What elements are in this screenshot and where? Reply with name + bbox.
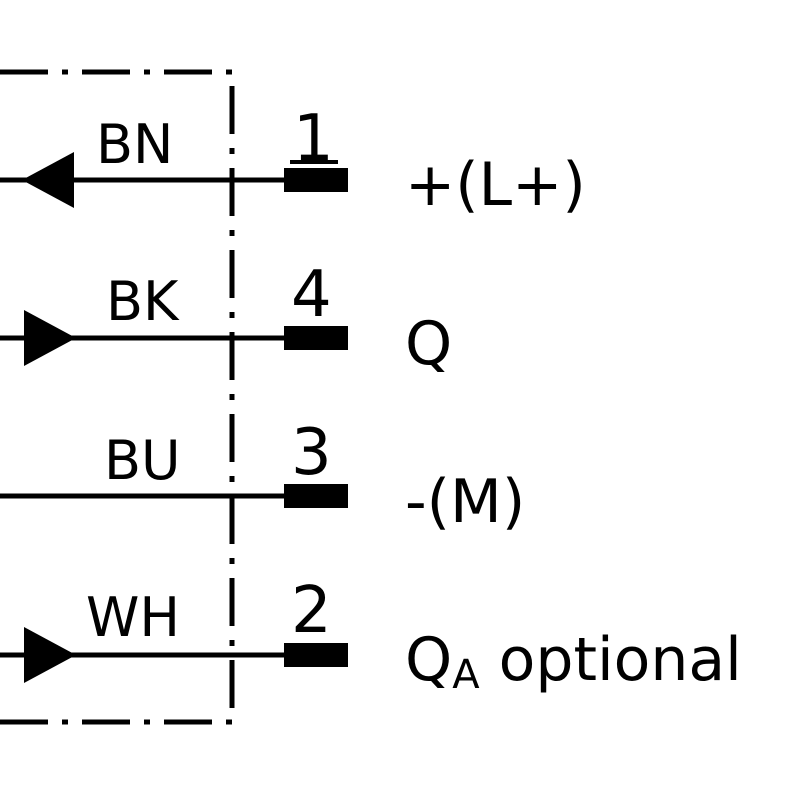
signal-subscript: A [452,652,480,698]
signal-suffix: optional [480,625,742,695]
signal-label: QA optional [405,625,742,698]
wire-row-bn: BN 1 +(L+) [0,102,586,220]
arrow-right-icon [24,627,76,683]
wire-row-bu: BU 3 -(M) [0,416,525,537]
housing-boundary [0,69,235,725]
signal-main: Q [405,625,452,695]
signal-label: Q [405,309,452,379]
arrow-left-icon [22,152,74,208]
wire-color-label: WH [86,586,180,649]
pin-terminal [284,168,348,192]
pin-number: 2 [291,574,332,648]
wire-row-wh: WH 2 QA optional [0,574,742,698]
signal-label: +(L+) [405,150,586,220]
pin-number: 4 [291,258,332,332]
pin-terminal [284,484,348,508]
pin-number: 1 [293,102,334,176]
wire-color-label: BN [96,113,173,176]
arrow-right-icon [24,310,76,366]
wire-color-label: BU [104,429,181,492]
wire-row-bk: BK 4 Q [0,258,452,379]
wire-color-label: BK [106,270,180,333]
pin-terminal [284,326,348,350]
pin-terminal [284,643,348,667]
signal-label: -(M) [405,467,525,537]
pin-number: 3 [291,416,332,490]
